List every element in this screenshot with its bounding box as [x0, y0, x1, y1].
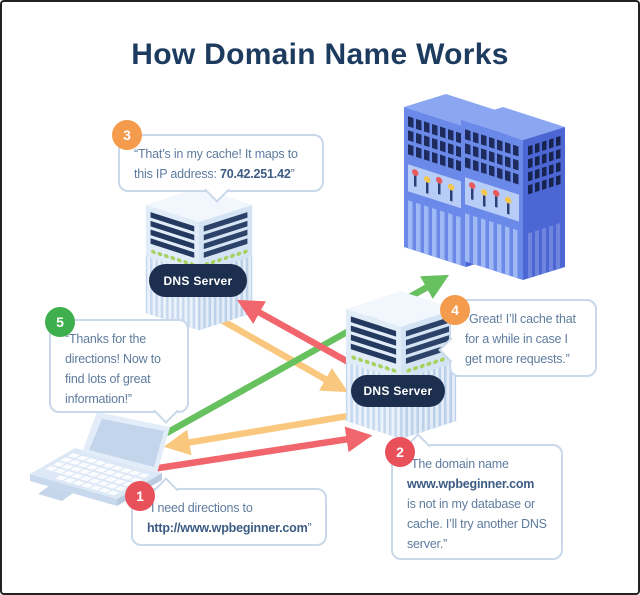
step-badge-5: 5: [45, 307, 75, 337]
trackpad: [38, 486, 73, 501]
arrow-request-laptop-to-dns-icon: [148, 426, 373, 473]
arrow-answer-dns-to-dns-icon: [205, 309, 349, 393]
arrow-answer-dns-to-laptop-icon: [163, 410, 364, 456]
step-badge-4: 4: [440, 295, 470, 325]
laptop-icon: [30, 412, 170, 506]
step-badge-1: 1: [125, 481, 155, 511]
dns-server-left-label: DNS Server: [149, 264, 247, 297]
step-badge-3: 3: [112, 120, 142, 150]
step-badge-2: 2: [385, 437, 415, 467]
dns-server-right-label: DNS Server: [351, 375, 445, 407]
page-title: How Domain Name Works: [131, 38, 509, 71]
